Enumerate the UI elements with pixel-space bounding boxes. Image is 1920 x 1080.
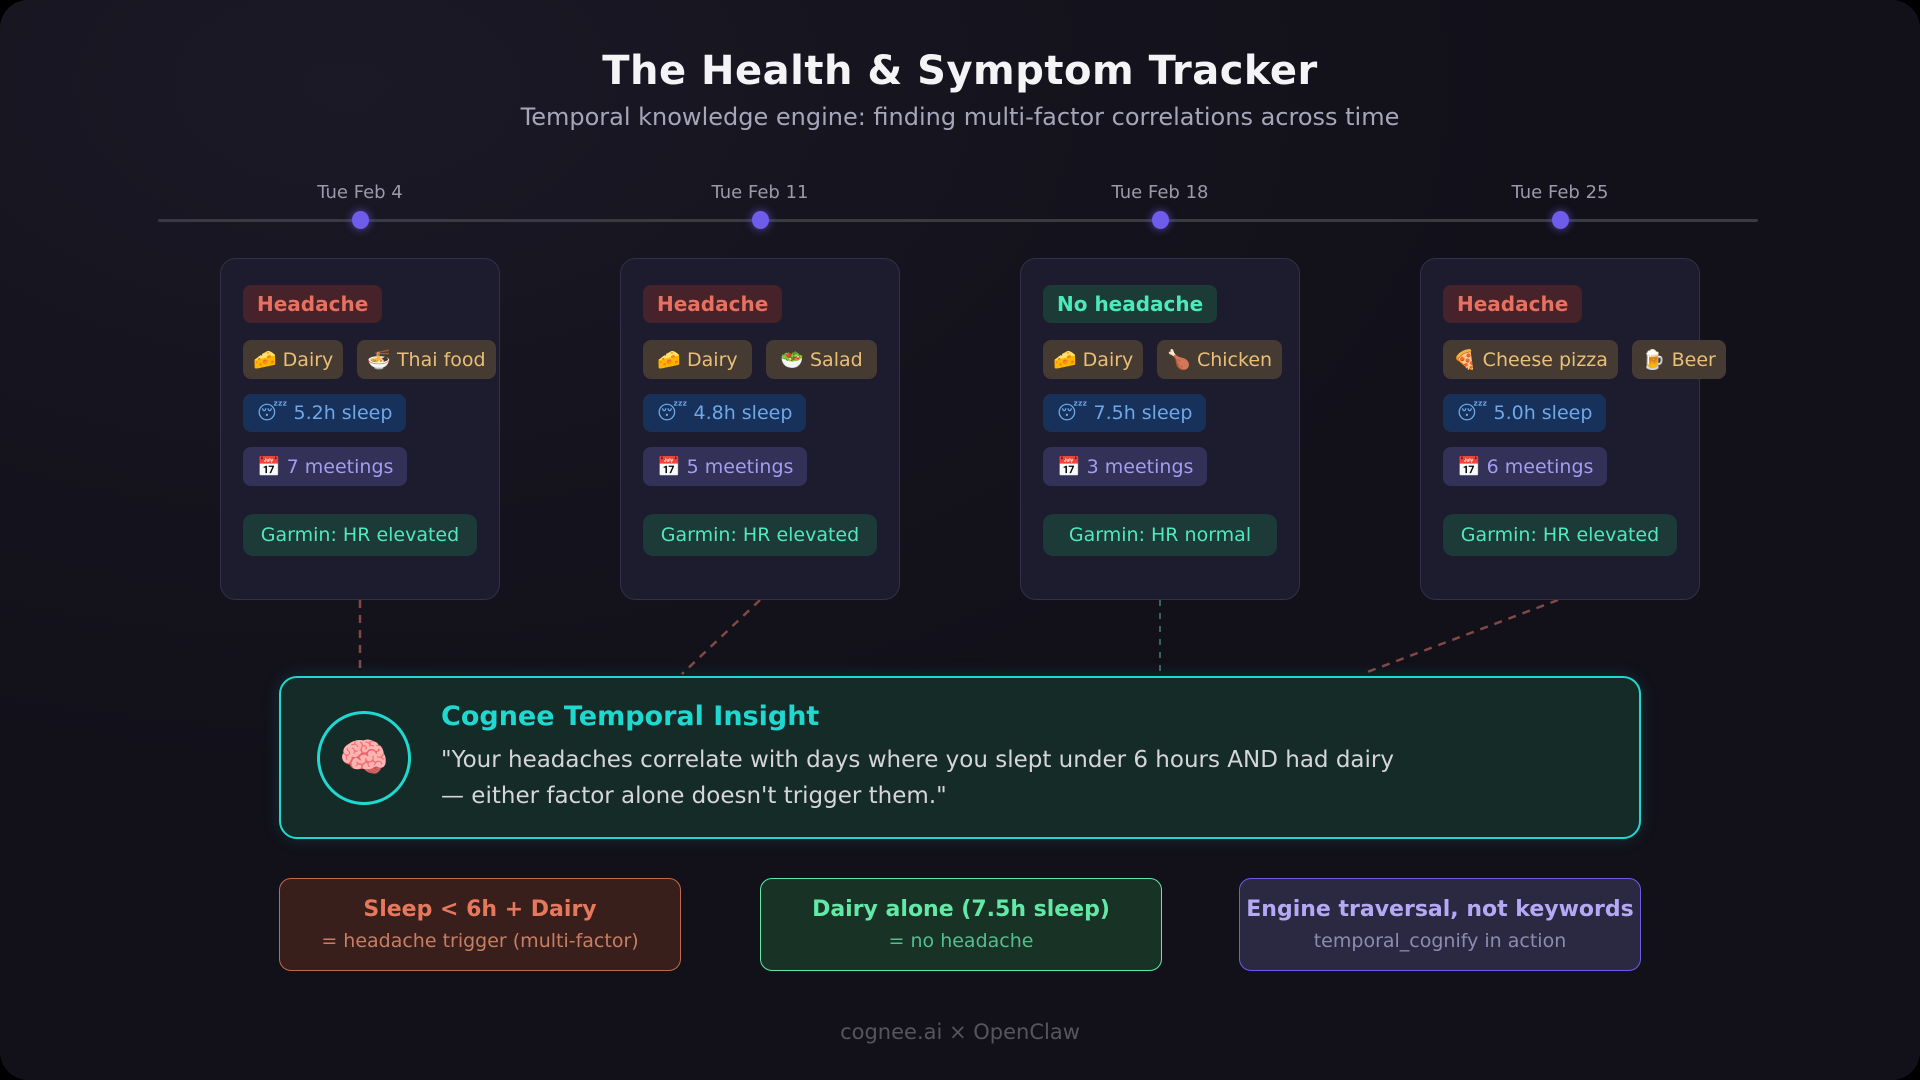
timeline-dot bbox=[1152, 211, 1169, 229]
food-tag: 🍕Cheese pizza bbox=[1443, 340, 1618, 379]
dairy-icon: 🧀 bbox=[1053, 349, 1077, 371]
food-tags-row: 🧀Dairy 🥗Salad bbox=[643, 340, 878, 379]
sleep-icon: 😴 bbox=[657, 402, 688, 424]
calendar-icon: 📅 bbox=[1057, 456, 1081, 478]
food-tag: 🧀Dairy bbox=[643, 340, 752, 379]
salad-icon: 🥗 bbox=[780, 349, 804, 371]
sleep-icon: 😴 bbox=[1457, 402, 1488, 424]
status-badge: Headache bbox=[1443, 285, 1583, 323]
day-card-feb11: Headache 🧀Dairy 🥗Salad 😴4.8h sleep 📅5 me… bbox=[620, 258, 900, 600]
sleep-icon: 😴 bbox=[1057, 402, 1088, 424]
status-badge: No headache bbox=[1043, 285, 1218, 323]
timeline-date: Tue Feb 25 bbox=[1511, 182, 1609, 203]
calendar-icon: 📅 bbox=[657, 456, 681, 478]
meetings-pill: 📅5 meetings bbox=[643, 447, 808, 486]
insight-text-block: Cognee Temporal Insight "Your headaches … bbox=[441, 701, 1421, 814]
insight-title: Cognee Temporal Insight bbox=[441, 701, 820, 732]
conclusion-trigger: Sleep < 6h + Dairy = headache trigger (m… bbox=[279, 878, 681, 971]
conclusion-no-headache: Dairy alone (7.5h sleep) = no headache bbox=[760, 878, 1162, 971]
insight-panel: 🧠 Cognee Temporal Insight "Your headache… bbox=[279, 676, 1641, 839]
timeline-line bbox=[158, 219, 1758, 222]
timeline-date: Tue Feb 18 bbox=[1111, 182, 1209, 203]
insight-quote: "Your headaches correlate with days wher… bbox=[441, 747, 1394, 809]
day-card-feb4: Headache 🧀Dairy 🍜Thai food 😴5.2h sleep 📅… bbox=[220, 258, 500, 600]
conclusion-subtitle: temporal_cognify in action bbox=[1313, 930, 1567, 952]
noodles-icon: 🍜 bbox=[367, 349, 391, 371]
conclusion-title: Dairy alone (7.5h sleep) bbox=[812, 897, 1110, 922]
meetings-pill: 📅3 meetings bbox=[1043, 447, 1208, 486]
sleep-pill: 😴7.5h sleep bbox=[1043, 394, 1207, 432]
dairy-icon: 🧀 bbox=[657, 349, 682, 371]
food-tags-row: 🧀Dairy 🍗Chicken bbox=[1043, 340, 1283, 379]
footer-credit: cognee.ai × OpenClaw bbox=[840, 1020, 1080, 1044]
garmin-badge: Garmin: HR normal bbox=[1043, 514, 1277, 556]
brain-icon: 🧠 bbox=[317, 710, 411, 805]
calendar-icon: 📅 bbox=[257, 456, 281, 478]
conclusion-subtitle: = no headache bbox=[888, 930, 1034, 952]
timeline-dot bbox=[1552, 211, 1569, 229]
sleep-icon: 😴 bbox=[257, 402, 288, 424]
day-card-feb25: Headache 🍕Cheese pizza 🍺Beer 😴5.0h sleep… bbox=[1420, 258, 1726, 600]
sleep-pill: 😴5.0h sleep bbox=[1443, 394, 1607, 432]
calendar-icon: 📅 bbox=[1457, 456, 1481, 478]
food-tag: 🍺Beer bbox=[1631, 340, 1726, 379]
status-badge: Headache bbox=[643, 285, 783, 323]
food-tag: 🧀Dairy bbox=[243, 340, 344, 379]
garmin-badge: Garmin: HR elevated bbox=[1443, 514, 1677, 556]
sleep-pill: 😴5.2h sleep bbox=[243, 394, 407, 432]
timeline-dot bbox=[352, 211, 369, 229]
conclusion-engine: Engine traversal, not keywords temporal_… bbox=[1239, 878, 1641, 971]
garmin-badge: Garmin: HR elevated bbox=[643, 514, 877, 556]
garmin-badge: Garmin: HR elevated bbox=[243, 514, 477, 556]
status-badge: Headache bbox=[243, 285, 383, 323]
meetings-pill: 📅6 meetings bbox=[1443, 447, 1608, 486]
food-tag: 🥗Salad bbox=[765, 340, 878, 379]
timeline-dot bbox=[752, 211, 769, 229]
sleep-pill: 😴4.8h sleep bbox=[643, 394, 807, 432]
page-title: The Health & Symptom Tracker bbox=[602, 48, 1318, 94]
dairy-icon: 🧀 bbox=[253, 349, 277, 371]
conclusion-title: Engine traversal, not keywords bbox=[1246, 897, 1634, 922]
conclusion-title: Sleep < 6h + Dairy bbox=[363, 897, 597, 922]
food-tag: 🍗Chicken bbox=[1157, 340, 1283, 379]
food-tags-row: 🍕Cheese pizza 🍺Beer bbox=[1443, 340, 1726, 379]
chicken-icon: 🍗 bbox=[1167, 349, 1191, 371]
day-card-feb18: No headache 🧀Dairy 🍗Chicken 😴7.5h sleep … bbox=[1020, 258, 1300, 600]
food-tag: 🍜Thai food bbox=[357, 340, 496, 379]
pizza-icon: 🍕 bbox=[1453, 349, 1477, 371]
page-subtitle: Temporal knowledge engine: finding multi… bbox=[520, 103, 1400, 131]
food-tag: 🧀Dairy bbox=[1043, 340, 1144, 379]
timeline-date: Tue Feb 11 bbox=[711, 182, 809, 203]
meetings-pill: 📅7 meetings bbox=[243, 447, 408, 486]
conclusion-subtitle: = headache trigger (multi-factor) bbox=[321, 930, 639, 952]
food-tags-row: 🧀Dairy 🍜Thai food bbox=[243, 340, 496, 379]
timeline-date: Tue Feb 4 bbox=[317, 182, 403, 203]
beer-icon: 🍺 bbox=[1641, 349, 1666, 371]
